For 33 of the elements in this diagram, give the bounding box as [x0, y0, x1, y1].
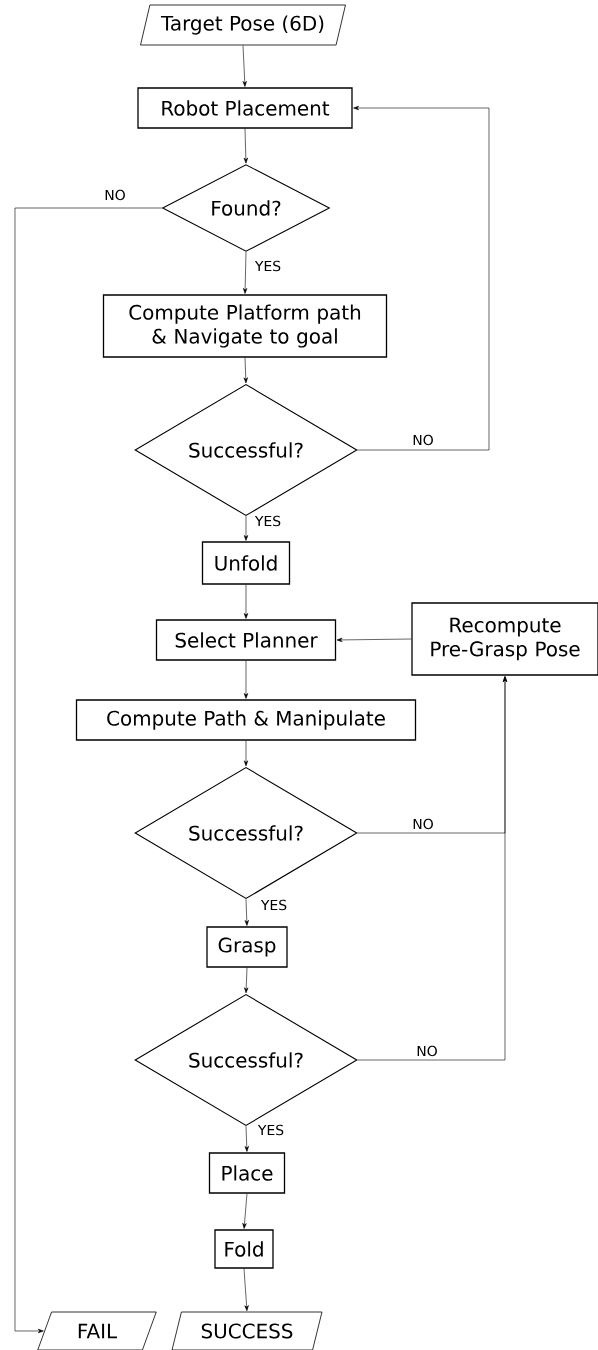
- edge-label: NO: [411, 817, 435, 831]
- process-box: Compute Path & Manipulate: [75, 699, 417, 741]
- arrow: [243, 740, 249, 767]
- arrow: [244, 1125, 249, 1152]
- arrow: [336, 637, 412, 643]
- process-box: Robot Placement: [137, 87, 353, 129]
- arrow: [14, 207, 163, 1334]
- arrow: [243, 1268, 249, 1311]
- process-box: Unfold: [201, 541, 291, 585]
- arrow: [357, 676, 508, 1061]
- arrow: [243, 584, 249, 619]
- process-box: Grasp: [206, 926, 288, 968]
- arrow: [243, 251, 248, 294]
- edge-label: YES: [253, 259, 283, 273]
- arrow: [244, 967, 249, 994]
- arrow: [353, 105, 490, 451]
- edge-label: YES: [259, 898, 289, 912]
- arrow: [244, 898, 249, 926]
- arrow: [243, 515, 249, 541]
- process-box: Select Planner: [155, 619, 337, 661]
- process-box: Place: [208, 1152, 286, 1194]
- arrow: [243, 128, 248, 164]
- edge-label: NO: [415, 1044, 439, 1058]
- arrow: [243, 660, 249, 699]
- process-box: Recompute Pre-Grasp Pose: [411, 602, 598, 676]
- arrow: [242, 1193, 248, 1229]
- process-box: Fold: [214, 1229, 274, 1269]
- process-box: Compute Platform path & Navigate to goal: [102, 294, 388, 358]
- edge-label: NO: [411, 433, 435, 447]
- arrow: [243, 357, 248, 384]
- edge-label: NO: [103, 188, 127, 202]
- edge-label: YES: [253, 514, 283, 528]
- arrow: [242, 45, 247, 87]
